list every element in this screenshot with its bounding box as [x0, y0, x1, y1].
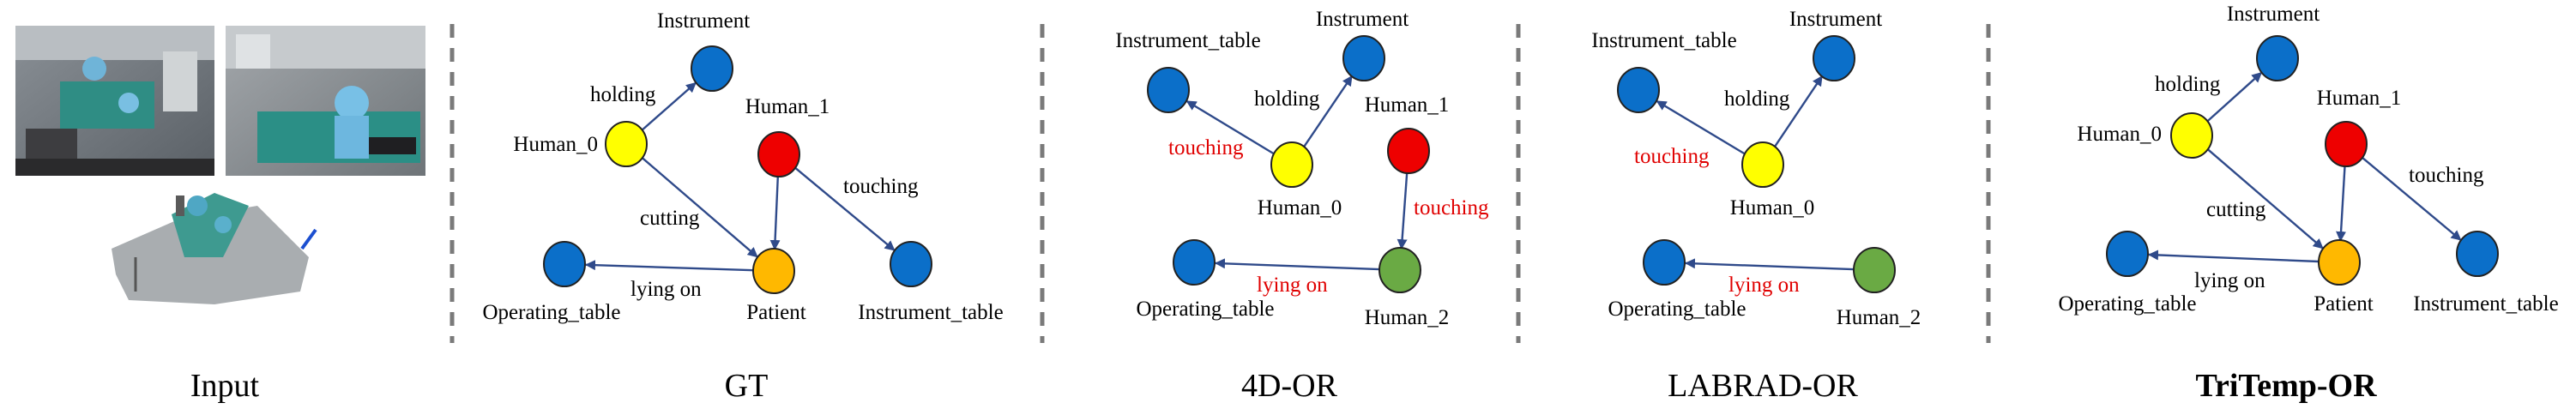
- edge-label-holding: holding: [590, 83, 656, 106]
- scene-graph-panels: holding cutting touching lying on Instrument…: [482, 3, 2558, 329]
- node-human0: [1270, 141, 1313, 188]
- edge-label-lying-on: lying on: [1728, 274, 1800, 297]
- edge-arrow-human2-to-optable: [1685, 258, 1855, 271]
- node-human1: [2325, 121, 2368, 167]
- node-insttable: [1147, 67, 1190, 113]
- edge-arrow-human0-to-instrument: [641, 81, 697, 132]
- edge-arrow-human1-to-patient: [2336, 164, 2347, 242]
- edge-label-lying-on: lying on: [1257, 274, 1328, 297]
- scene-graph-tritemp: holding cutting touching lying on Instrument…: [2058, 3, 2558, 316]
- caption-tritemp-or: TriTemp-OR: [2195, 368, 2377, 404]
- edge-arrow-human1-to-insttable: [2361, 156, 2462, 241]
- edge-arrow-human0-to-instrument: [2205, 71, 2263, 123]
- node-label-human2: Human_2: [1837, 306, 1921, 329]
- node-label-human0: Human_0: [2077, 123, 2162, 146]
- edge-arrow-human0-to-instrument: [1773, 75, 1824, 148]
- caption-gt: GT: [725, 368, 769, 404]
- edge-arrow-human1-to-insttable: [793, 166, 896, 251]
- edge-arrow-human0-to-instrument: [1302, 75, 1353, 148]
- node-label-optable: Operating_table: [1608, 298, 1746, 321]
- edge-arrow-human0-to-insttable: [1656, 99, 1746, 155]
- captions: Input GT 4D-OR LABRAD-OR TriTemp-OR: [190, 368, 2377, 404]
- edge-arrow-human1-to-patient: [769, 174, 781, 250]
- scene-graph-4dor: holding touching touching lying on Instrumen…: [1115, 8, 1489, 329]
- node-instrument: [2256, 35, 2299, 81]
- node-label-human0: Human_0: [1730, 196, 1815, 220]
- node-label-human1: Human_1: [1365, 93, 1450, 117]
- node-instrument: [1342, 35, 1385, 81]
- edge-arrow-patient-to-optable: [585, 260, 754, 272]
- input-panel: [15, 26, 425, 304]
- node-label-patient: Patient: [746, 301, 805, 324]
- node-label-human1: Human_1: [2317, 87, 2402, 110]
- panel-separators: [449, 24, 1991, 343]
- node-human1: [757, 131, 800, 177]
- node-label-optable: Operating_table: [2058, 292, 2196, 316]
- node-instrument: [691, 45, 733, 92]
- node-optable: [543, 241, 586, 287]
- edge-label-holding: holding: [1724, 87, 1790, 111]
- node-label-insttable: Instrument_table: [2413, 292, 2558, 316]
- node-optable: [2106, 231, 2149, 277]
- node-optable: [1173, 239, 1216, 286]
- node-label-instrument: Instrument: [2227, 3, 2320, 26]
- node-label-patient: Patient: [2314, 292, 2373, 316]
- edge-arrow-patient-to-optable: [2148, 250, 2320, 263]
- node-optable: [1643, 239, 1686, 286]
- node-insttable: [2456, 231, 2499, 277]
- node-label-human1: Human_1: [745, 95, 830, 118]
- node-patient: [752, 248, 795, 294]
- edge-arrow-human1-to-human2: [1397, 171, 1409, 250]
- node-label-human2: Human_2: [1365, 306, 1450, 329]
- edge-label-touching: touching: [1634, 145, 1710, 168]
- node-label-optable: Operating_table: [482, 301, 620, 324]
- node-human1: [1387, 128, 1430, 174]
- surgery-room-view-2: [226, 26, 425, 176]
- node-human0: [1741, 141, 1784, 188]
- edge-label-cutting: cutting: [640, 207, 700, 230]
- node-label-optable: Operating_table: [1136, 298, 1274, 321]
- edge-label-holding: holding: [1254, 87, 1320, 111]
- node-instrument: [1813, 35, 1855, 81]
- node-label-instrument: Instrument: [1789, 8, 1882, 31]
- edge-label-touching: touching: [1414, 196, 1489, 220]
- node-label-instrument: Instrument: [657, 9, 750, 33]
- caption-input: Input: [190, 368, 260, 404]
- scene-graph-labrad: holding touching lying on Instrument_table I…: [1591, 8, 1921, 329]
- node-label-instrument: Instrument: [1316, 8, 1409, 31]
- edge-arrow-human0-to-insttable: [1185, 99, 1276, 155]
- edge-arrow-human0-to-patient: [2206, 147, 2324, 250]
- edge-label-holding: holding: [2155, 73, 2221, 96]
- edge-label-touching: touching: [843, 175, 919, 198]
- edge-label-lying-on: lying on: [630, 278, 702, 301]
- surgery-room-view-1: [15, 26, 214, 176]
- node-patient: [2318, 239, 2361, 286]
- edge-label-cutting: cutting: [2206, 198, 2266, 221]
- node-label-insttable: Instrument_table: [1115, 29, 1260, 52]
- node-human2: [1378, 247, 1421, 293]
- node-human0: [2170, 112, 2213, 159]
- node-insttable: [890, 241, 932, 287]
- edge-label-touching: touching: [2409, 164, 2484, 187]
- edge-arrow-human2-to-optable: [1215, 258, 1380, 271]
- edge-arrow-human0-to-patient: [641, 156, 758, 258]
- caption-4dor: 4D-OR: [1241, 368, 1338, 404]
- node-human0: [605, 121, 648, 167]
- node-label-insttable: Instrument_table: [858, 301, 1003, 324]
- edge-label-touching: touching: [1168, 136, 1244, 159]
- node-label-human0: Human_0: [1258, 196, 1342, 220]
- edge-label-lying-on: lying on: [2194, 269, 2265, 292]
- caption-labrad-or: LABRAD-OR: [1668, 368, 1858, 404]
- node-insttable: [1617, 67, 1660, 113]
- node-label-human0: Human_0: [513, 133, 598, 156]
- node-human2: [1853, 247, 1896, 293]
- node-label-insttable: Instrument_table: [1591, 29, 1736, 52]
- scene-graph-gt: holding cutting touching lying on Instrument…: [482, 9, 1003, 324]
- point-cloud-3d-view: [112, 193, 317, 304]
